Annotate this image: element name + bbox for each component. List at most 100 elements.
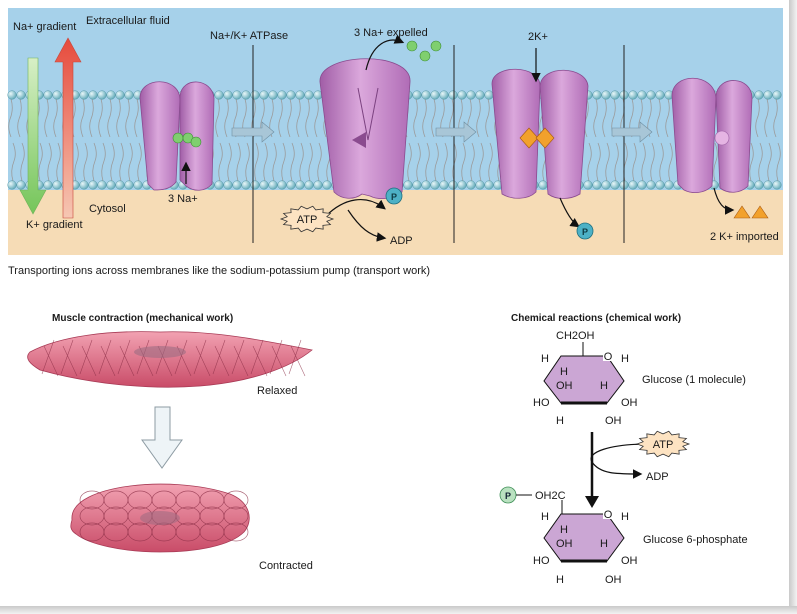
- lipid-head: [304, 180, 314, 190]
- k-ion-icon: [535, 127, 555, 149]
- adp-label: ADP: [646, 471, 669, 483]
- down-arrow-icon: [141, 406, 183, 469]
- lipid-head: [304, 90, 314, 100]
- lipid-head: [43, 90, 53, 100]
- lipid-tail: [434, 142, 439, 182]
- phosphate-icon: P: [385, 187, 403, 205]
- lipid-head: [106, 180, 116, 190]
- lipid-tail: [314, 98, 319, 138]
- lipid-head: [610, 90, 620, 100]
- pump-panel: P P ATP Na+ gradient K+ gradient Extrace…: [7, 8, 783, 255]
- lipid-tail: [125, 98, 130, 138]
- muscle-bundle: [223, 522, 249, 542]
- lipid-tail: [134, 98, 139, 138]
- phosphate-icon: P: [576, 222, 594, 240]
- muscle-fiber-line: [250, 339, 268, 377]
- muscle-fiber-line: [79, 339, 97, 377]
- muscle-panel: Muscle contraction (mechanical work) Rel…: [27, 313, 313, 572]
- lipid-head: [79, 180, 89, 190]
- lipid-tail: [749, 142, 754, 182]
- lipid-head: [295, 90, 305, 100]
- ch2oh-label: CH2OH: [556, 330, 595, 342]
- muscle-bundle: [223, 490, 249, 510]
- lipid-head: [7, 180, 17, 190]
- lipid-head: [133, 180, 143, 190]
- lipid-tail: [11, 142, 16, 182]
- lipid-head: [250, 90, 260, 100]
- atp-adp-arrow: [590, 443, 651, 479]
- h-label: H: [541, 353, 549, 365]
- lipid-tail: [92, 142, 97, 182]
- lipid-head: [484, 90, 494, 100]
- h-label: H: [621, 511, 629, 523]
- lipid-tail: [308, 142, 313, 182]
- lipid-tail: [8, 98, 13, 138]
- lipid-head: [421, 90, 431, 100]
- lipid-head: [538, 180, 548, 190]
- lipid-tail: [272, 142, 277, 182]
- na-ion-icon: [430, 40, 442, 52]
- lipid-head: [88, 90, 98, 100]
- lipid-tail: [755, 98, 760, 138]
- lipid-tail: [137, 142, 142, 182]
- lipid-head: [664, 180, 674, 190]
- lipid-tail: [422, 98, 427, 138]
- lipid-tail: [80, 98, 85, 138]
- lipid-head: [610, 180, 620, 190]
- lipid-tail: [764, 98, 769, 138]
- phosphate-label: P: [505, 491, 511, 501]
- lipid-head: [313, 180, 323, 190]
- h-label: H: [600, 380, 608, 392]
- muscle-fiber-line: [193, 339, 211, 377]
- lipid-tail: [443, 142, 448, 182]
- na-ion-icon: [419, 50, 431, 62]
- na-ion-icon: [172, 132, 184, 144]
- lipid-tail: [119, 142, 124, 182]
- glucose-molecule: CH2OH O H H H OH H HO OH H OH: [533, 330, 638, 427]
- muscle-fiber-line: [269, 339, 287, 377]
- lipid-head: [223, 90, 233, 100]
- k-ion-icon: [733, 205, 751, 219]
- lipid-head: [7, 90, 17, 100]
- lipid-head: [322, 180, 332, 190]
- lipid-head: [403, 180, 413, 190]
- ring-oxygen: O: [604, 351, 613, 363]
- chemical-panel: Chemical reactions (chemical work) CH2OH…: [499, 313, 748, 586]
- muscle-fiber-line: [212, 339, 230, 377]
- lipid-tail: [263, 142, 268, 182]
- lipid-head: [43, 180, 53, 190]
- lipid-head: [259, 90, 269, 100]
- lipid-head: [592, 90, 602, 100]
- k-gradient-label: K+ gradient: [26, 219, 83, 231]
- lipid-head: [457, 90, 467, 100]
- lipid-tail: [596, 142, 601, 182]
- lipid-tail: [215, 98, 220, 138]
- lipid-head: [106, 90, 116, 100]
- g6p-molecule: P OH2C O H H H OH H HO OH H OH: [499, 486, 638, 586]
- lipid-head: [223, 180, 233, 190]
- atp-to-p-arrow: [325, 199, 386, 217]
- oh-label: OH: [621, 555, 638, 567]
- lipid-tail: [758, 142, 763, 182]
- adp-arrow: [347, 209, 387, 242]
- lipid-tail: [254, 142, 259, 182]
- oh-label: OH: [621, 397, 638, 409]
- lipid-tail: [593, 98, 598, 138]
- lipid-head: [115, 90, 125, 100]
- lipid-head: [430, 180, 440, 190]
- lipid-tail: [776, 142, 781, 182]
- ring-oxygen: O: [604, 509, 613, 521]
- lipid-tail: [287, 98, 292, 138]
- lipid-head: [592, 180, 602, 190]
- lipid-tail: [116, 98, 121, 138]
- lipid-head: [277, 180, 287, 190]
- h-label: H: [556, 574, 564, 586]
- lipid-tail: [407, 142, 412, 182]
- lipid-head: [628, 90, 638, 100]
- muscle-fiber-line: [41, 339, 59, 377]
- na-in-label: 3 Na+: [168, 193, 198, 205]
- lipid-tail: [413, 98, 418, 138]
- lipid-head: [583, 180, 593, 190]
- h-label: H: [560, 366, 568, 378]
